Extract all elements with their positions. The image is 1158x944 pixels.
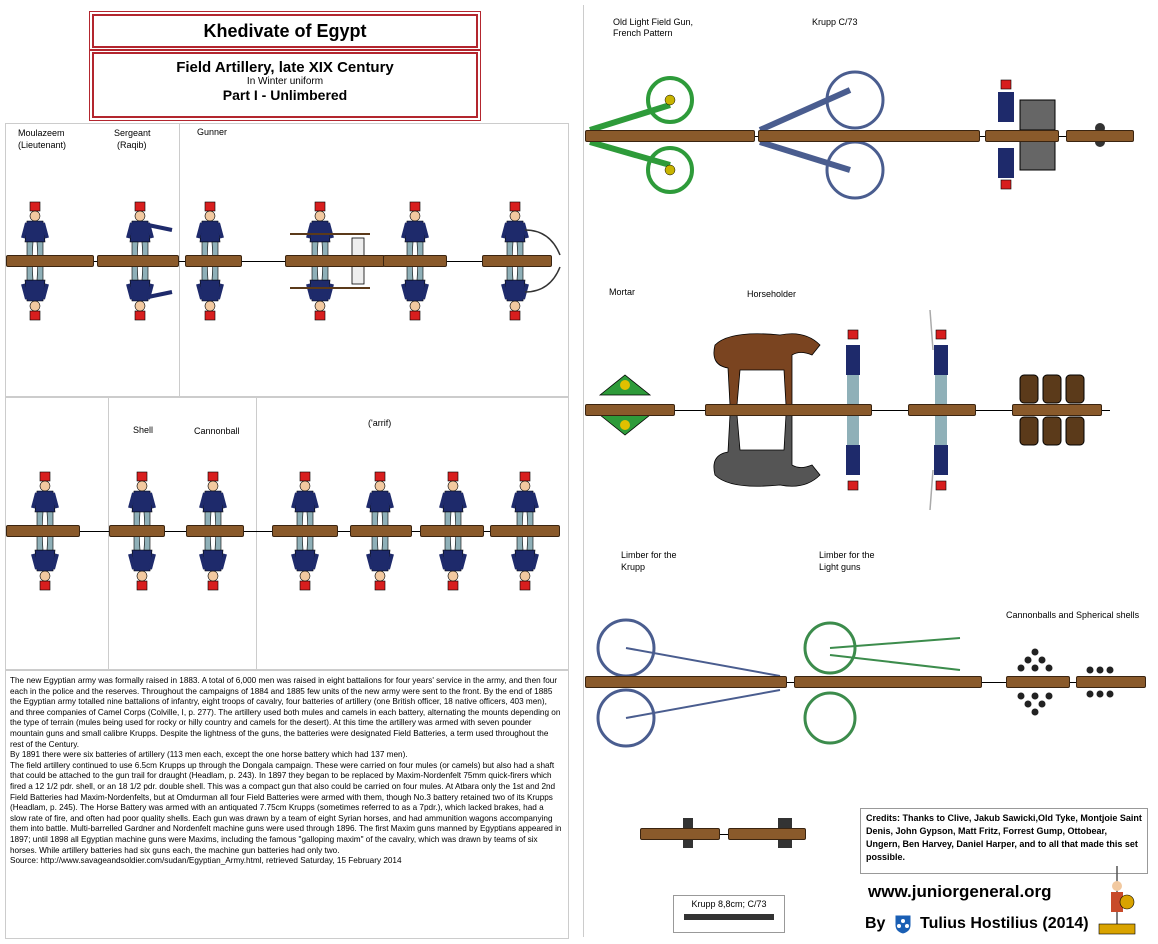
- label-limber-krupp-2: Krupp: [621, 562, 646, 572]
- figure-base: [97, 255, 179, 267]
- page-title: Khedivate of Egypt: [203, 21, 367, 41]
- figure-base: [285, 255, 385, 267]
- equipment-base: [1066, 130, 1134, 142]
- base-connector: [642, 834, 804, 835]
- history-source: Source: http://www.savageandsoldier.com/…: [10, 856, 402, 866]
- panel-divider: [108, 396, 109, 669]
- label-horseholder: Horseholder: [747, 289, 797, 299]
- equipment-base: [1076, 676, 1146, 688]
- warrior-logo-icon: [1098, 866, 1136, 935]
- krupp-88-barrel: [684, 914, 774, 920]
- history-text: The new Egyptian army was formally raise…: [10, 676, 562, 867]
- equipment-base: [640, 828, 720, 840]
- page-subtitle: Field Artillery, late XIX Century: [176, 59, 394, 76]
- equipment-base: [1006, 676, 1070, 688]
- label-sergeant-sub: (Raqib): [117, 140, 147, 150]
- label-limber-light-2: Light guns: [819, 562, 861, 572]
- label-limber-krupp-1: Limber for the: [621, 550, 677, 560]
- equipment-base: [794, 676, 982, 688]
- figure-base: [490, 525, 560, 537]
- krupp-88-label: Krupp 8,8cm; C/73: [691, 899, 767, 909]
- guns-row: [589, 70, 1105, 200]
- equipment-base: [908, 404, 976, 416]
- label-sergeant: Sergeant: [114, 128, 151, 138]
- website-link[interactable]: www.juniorgeneral.org: [868, 882, 1052, 901]
- figure-panel-middle: [5, 396, 569, 671]
- history-paragraph-3: The field artillery continued to use 6.5…: [10, 760, 562, 855]
- krupp-88-box: Krupp 8,8cm; C/73: [673, 895, 785, 933]
- base-connector: [10, 261, 550, 262]
- title-box: Khedivate of Egypt: [89, 11, 481, 51]
- equipment-base: [728, 828, 806, 840]
- figure-panel-top: [5, 123, 569, 398]
- panel-divider: [256, 396, 257, 669]
- figure-base: [383, 255, 447, 267]
- label-gunner: Gunner: [197, 127, 228, 137]
- figure-base: [482, 255, 552, 267]
- figure-base: [6, 525, 80, 537]
- equipment-base: [758, 130, 980, 142]
- soldier-figures-row-1: [21, 200, 561, 322]
- credits-box: Credits: Thanks to Clive, Jakub Sawicki,…: [860, 808, 1148, 874]
- author-by: By: [865, 915, 886, 932]
- credits-text: Credits: Thanks to Clive, Jakub Sawicki,…: [866, 813, 1142, 862]
- figure-base: [109, 525, 165, 537]
- equipment-base: [985, 130, 1059, 142]
- panel-divider: [583, 5, 584, 937]
- shield-icon: [894, 914, 912, 935]
- label-old-gun-2: French Pattern: [613, 28, 673, 38]
- label-mortar: Mortar: [609, 287, 636, 297]
- equipment-base: [1012, 404, 1102, 416]
- label-arrif: ('arrif): [368, 418, 392, 428]
- text-panel: [5, 669, 569, 939]
- label-cannonball: Cannonball: [194, 426, 240, 436]
- label-moulazeem: Moulazeem: [18, 128, 65, 138]
- figure-base: [272, 525, 338, 537]
- label-shell: Shell: [133, 425, 154, 435]
- equipment-base: [585, 676, 787, 688]
- label-old-gun-1: Old Light Field Gun,: [613, 17, 694, 27]
- equipment-base: [585, 404, 675, 416]
- equipment-base: [705, 404, 872, 416]
- figure-base: [186, 525, 244, 537]
- panel-divider: [179, 123, 180, 396]
- label-cannonballs: Cannonballs and Spherical shells: [1006, 610, 1140, 620]
- history-paragraph-1: The new Egyptian army was formally raise…: [10, 676, 561, 749]
- author-name: Tulius Hostilius (2014): [920, 915, 1089, 932]
- subtitle-box: Field Artillery, late XIX Century In Win…: [89, 49, 481, 121]
- uniform-note: In Winter uniform: [246, 76, 324, 87]
- figure-base: [6, 255, 94, 267]
- limber-row: [596, 618, 1114, 748]
- figure-base: [420, 525, 484, 537]
- equipment-base: [585, 130, 755, 142]
- horse-row: [598, 309, 1085, 511]
- figure-base: [185, 255, 242, 267]
- figure-base: [350, 525, 412, 537]
- label-krupp: Krupp C/73: [812, 17, 858, 27]
- label-moulazeem-sub: (Lieutenant): [18, 140, 67, 150]
- label-limber-light-1: Limber for the: [819, 550, 875, 560]
- history-paragraph-2: By 1891 there were six batteries of arti…: [10, 750, 408, 760]
- part-title: Part I - Unlimbered: [222, 87, 348, 103]
